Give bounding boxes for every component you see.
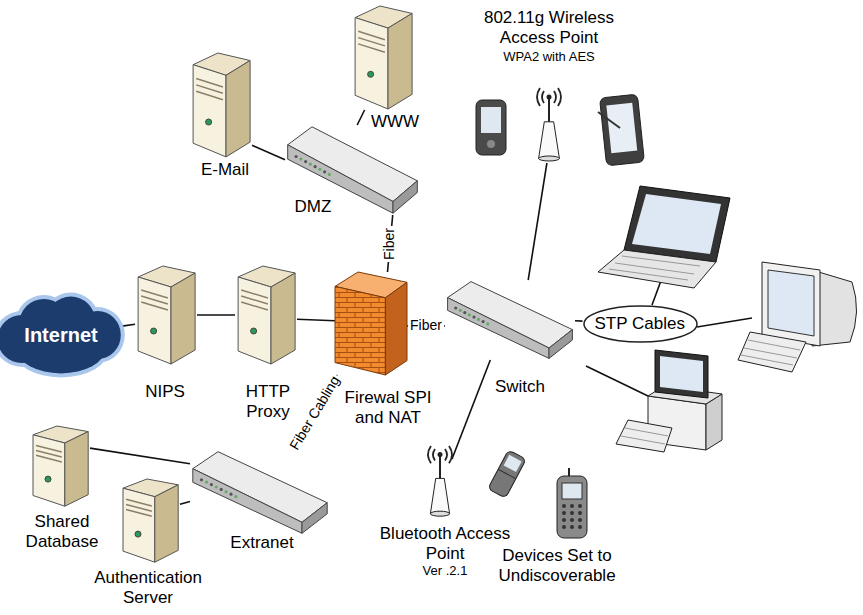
proxy-server-shape (235, 265, 297, 365)
tablet-icon (598, 94, 644, 166)
network-link (180, 501, 190, 504)
nips-server-shape (135, 265, 197, 365)
monitor-icon (738, 262, 857, 372)
extranet-switch: Extranet (190, 450, 330, 535)
node-label: WWW (365, 112, 425, 132)
web-server-shape (352, 5, 414, 110)
database-server-shape (30, 425, 90, 507)
node-label: Internet (0, 324, 122, 347)
link-label: Fiber (382, 226, 397, 262)
mobile-devices-shape (485, 448, 595, 540)
bluetooth-access-point-shape (428, 446, 452, 518)
node-label: Authentication Server (86, 568, 211, 607)
auth-server-shape (120, 478, 180, 563)
mail-server-shape (190, 52, 252, 158)
node-label: Bluetooth Access Point (375, 524, 515, 563)
link-label: Fiber Cabling (286, 371, 344, 454)
pda-icon (476, 100, 506, 155)
node-label: E-Mail (190, 160, 260, 180)
network-link (90, 448, 190, 464)
node-label: Firewal SPI and NAT (338, 388, 438, 427)
firewall-icon-shape (335, 272, 407, 375)
network-link (252, 145, 285, 159)
extranet-switch-shape (190, 450, 330, 535)
database-server: Shared Database (30, 425, 90, 507)
auth-server: Authentication Server (120, 478, 180, 563)
lan-switch-shape (445, 280, 575, 360)
node-label: HTTP Proxy (238, 382, 298, 421)
node-sublabel: Ver .2.1 (405, 564, 485, 579)
network-link (297, 319, 335, 321)
node-sublabel: WPA2 with AES (489, 50, 609, 65)
node-label: DMZ (288, 197, 338, 217)
mail-server: E-Mail (190, 52, 252, 158)
proxy-server: HTTP Proxy (235, 265, 297, 365)
cable-ellipse: STP Cables (583, 305, 698, 343)
web-server: WWW (352, 5, 414, 110)
link-label: Fiber (408, 318, 444, 333)
firewall-icon: Firewal SPI and NAT (335, 272, 407, 375)
network-link (357, 110, 364, 125)
node-label: STP Cables (595, 314, 685, 334)
bluetooth-access-point: Bluetooth Access PointVer .2.1 (428, 446, 452, 518)
internet-cloud: Internet (0, 295, 122, 375)
laptop-icon (598, 186, 730, 288)
nips-server: NIPS (135, 265, 197, 365)
node-label: Extranet (222, 533, 302, 553)
lan-switch: Switch (445, 280, 575, 360)
node-label: Shared Database (20, 512, 105, 551)
node-label: NIPS (135, 382, 195, 402)
mobile-devices: Devices Set to Undiscoverable (485, 448, 595, 540)
wireless-access-point-shape (536, 88, 562, 163)
desktop-pc-icon (616, 350, 722, 452)
node-label: Devices Set to Undiscoverable (490, 546, 625, 585)
network-link (575, 320, 583, 322)
node-label: 802.11g Wireless Access Point (474, 8, 624, 47)
network-link (197, 314, 235, 316)
dmz-switch: DMZ (285, 125, 420, 215)
wireless-access-point: 802.11g Wireless Access PointWPA2 with A… (536, 88, 562, 163)
node-label: Switch (485, 377, 555, 397)
network-link (122, 324, 135, 326)
network-link (528, 163, 547, 280)
network-link (452, 360, 490, 459)
